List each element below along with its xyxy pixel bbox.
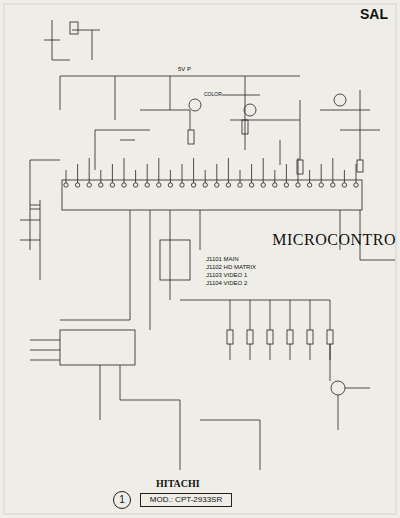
connector-note: J1103 VIDEO 1 bbox=[206, 272, 247, 278]
pin-wire bbox=[216, 164, 217, 183]
page-border bbox=[4, 4, 396, 514]
model-box-ground bbox=[140, 493, 232, 506]
pin-wire bbox=[263, 158, 264, 183]
resistor-symbol bbox=[242, 120, 248, 134]
pin-wire bbox=[66, 170, 67, 183]
pin-wire bbox=[286, 164, 287, 183]
brand-title: HITACHI bbox=[156, 479, 200, 489]
ic-pin bbox=[110, 183, 114, 187]
pin-wire bbox=[205, 170, 206, 183]
ic-pins bbox=[64, 158, 358, 187]
ic-pin bbox=[75, 183, 79, 187]
connector-note: J1104 VIDEO 2 bbox=[206, 280, 247, 286]
ic-body bbox=[62, 180, 362, 210]
pin-wire bbox=[332, 158, 333, 183]
ic-pin bbox=[238, 183, 242, 187]
supply-wire bbox=[60, 76, 300, 150]
ic-pin bbox=[226, 183, 230, 187]
ic-pin bbox=[284, 183, 288, 187]
pin-wire bbox=[170, 170, 171, 183]
pin-wire bbox=[228, 158, 229, 183]
ic-pin bbox=[145, 183, 149, 187]
resistor-symbol bbox=[357, 160, 363, 172]
ic-pin bbox=[64, 183, 68, 187]
ic-pin bbox=[157, 183, 161, 187]
connector-note: J1102 HD MATRIX bbox=[206, 264, 256, 270]
resistor-symbol bbox=[188, 130, 194, 144]
transistor-symbol bbox=[189, 99, 201, 111]
ic-pin bbox=[133, 183, 137, 187]
pin-wire bbox=[182, 164, 183, 183]
signal-name: COLOR bbox=[204, 92, 222, 97]
wire bbox=[44, 20, 100, 60]
transistor-symbol bbox=[334, 94, 346, 106]
sheet-number-circle: 1 bbox=[113, 491, 131, 509]
pin-wire bbox=[77, 164, 78, 183]
pin-wire bbox=[112, 164, 113, 183]
sheet-number: 1 bbox=[119, 495, 125, 505]
sheet-label: SAL bbox=[360, 7, 388, 21]
wire bbox=[330, 344, 370, 430]
ic-pin bbox=[342, 183, 346, 187]
transistor-symbol bbox=[331, 381, 345, 395]
ic-pin bbox=[122, 183, 126, 187]
ic-pin bbox=[354, 183, 358, 187]
pin-wire bbox=[89, 158, 90, 183]
ic-pin bbox=[99, 183, 103, 187]
ic-pin bbox=[249, 183, 253, 187]
model-box: MOD.: CPT-2933SR bbox=[140, 493, 232, 507]
pin-wire bbox=[240, 170, 241, 183]
pin-wire bbox=[124, 158, 125, 183]
ic-pin bbox=[180, 183, 184, 187]
pin-wire bbox=[193, 158, 194, 183]
signal-name: 5V P bbox=[178, 66, 191, 72]
capacitor-symbol bbox=[30, 205, 40, 209]
pin-wire bbox=[274, 170, 275, 183]
ic-pin bbox=[203, 183, 207, 187]
crystal-block bbox=[160, 240, 190, 280]
ic-pin bbox=[273, 183, 277, 187]
section-title: MICROCONTRO bbox=[272, 232, 396, 248]
ic-pin bbox=[191, 183, 195, 187]
wire bbox=[30, 340, 260, 470]
wire bbox=[60, 210, 395, 330]
connector-block bbox=[60, 330, 135, 365]
pin-wire bbox=[356, 164, 357, 183]
resistor-symbol bbox=[297, 160, 303, 174]
ic-pin bbox=[319, 183, 323, 187]
pin-wire bbox=[158, 158, 159, 183]
pin-wire bbox=[344, 170, 345, 183]
connector-note: J1101 MAIN bbox=[206, 256, 239, 262]
ic-pin bbox=[307, 183, 311, 187]
ic-pin bbox=[331, 183, 335, 187]
ic-pin bbox=[296, 183, 300, 187]
pin-wire bbox=[298, 158, 299, 183]
pin-wire bbox=[100, 170, 101, 183]
model-name: MOD.: CPT-2933SR bbox=[150, 496, 222, 504]
transistor-symbol bbox=[244, 104, 256, 116]
ic-pin bbox=[261, 183, 265, 187]
ic-pin bbox=[215, 183, 219, 187]
pin-wire bbox=[309, 170, 310, 183]
ic-pin bbox=[168, 183, 172, 187]
pin-wire bbox=[321, 164, 322, 183]
ic-pin bbox=[87, 183, 91, 187]
pin-wire bbox=[147, 164, 148, 183]
component bbox=[70, 22, 78, 34]
pin-wire bbox=[135, 170, 136, 183]
key-resistors bbox=[227, 330, 333, 360]
pin-wire bbox=[251, 164, 252, 183]
wire bbox=[95, 90, 380, 170]
wire bbox=[20, 160, 60, 280]
